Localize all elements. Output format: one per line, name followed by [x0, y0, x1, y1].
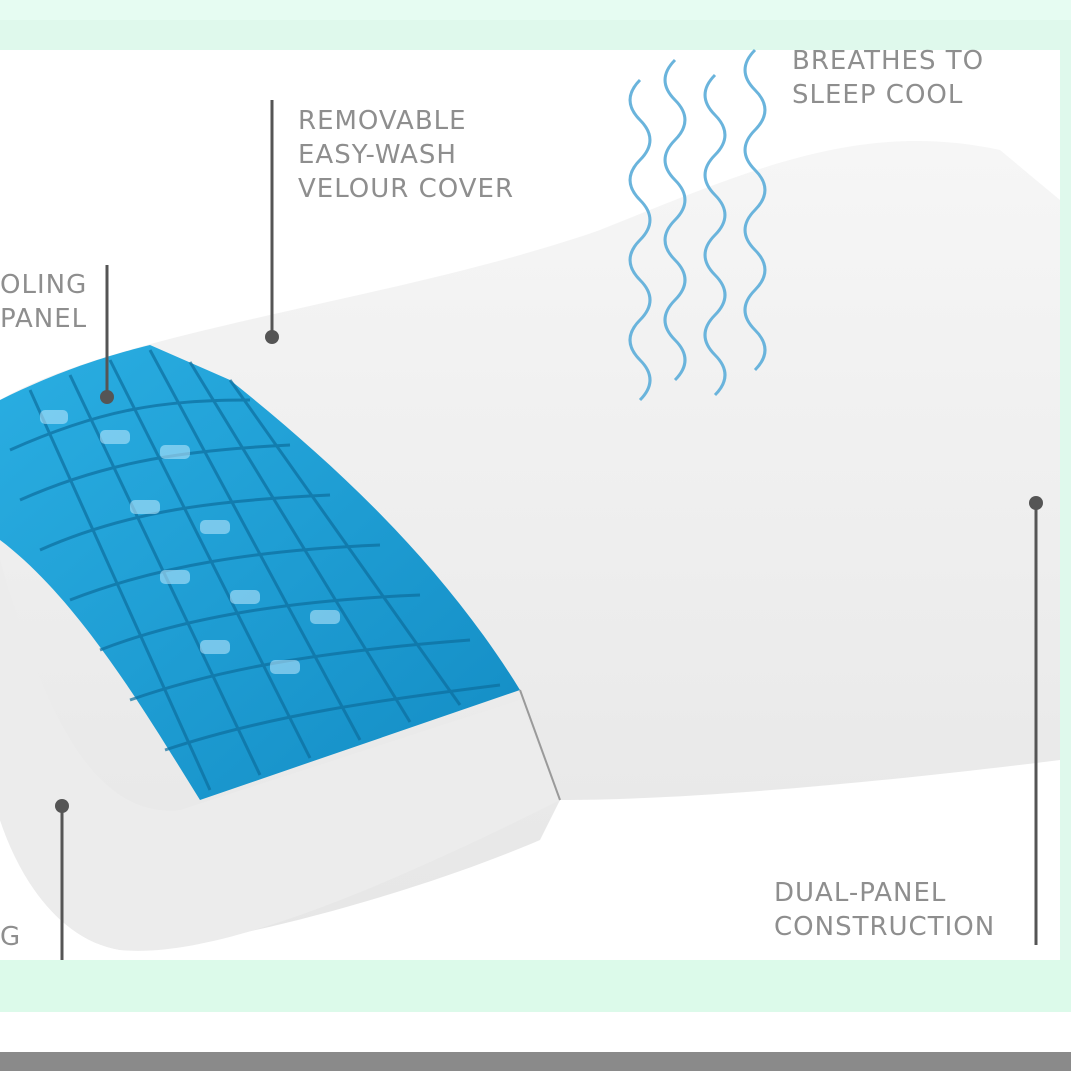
label-breathes-line2: SLEEP COOL — [792, 80, 964, 110]
label-cover-line3: VELOUR COVER — [298, 174, 515, 204]
leader-bottom-left — [55, 799, 69, 960]
leader-cover — [265, 100, 279, 344]
bottom-white-gap — [0, 1012, 1071, 1052]
leader-dual-panel — [1029, 496, 1043, 945]
label-cooling-line1: OLING — [0, 270, 88, 300]
label-dual-panel: DUAL-PANEL CONSTRUCTION — [774, 876, 995, 944]
gel-cooling-panel — [0, 345, 520, 800]
label-bottom-left: G — [0, 920, 21, 954]
label-cover: REMOVABLE EASY-WASH VELOUR COVER — [298, 104, 514, 206]
gel-highlights — [40, 410, 340, 674]
panel-seam — [519, 689, 561, 801]
label-dual-line2: CONSTRUCTION — [774, 912, 996, 942]
label-cooling-line2: PANEL — [0, 304, 88, 334]
bottom-gray-bar — [0, 1052, 1071, 1071]
top-stripe — [0, 0, 1071, 20]
wave-lines-icon — [628, 48, 767, 402]
right-mint-edge — [1060, 50, 1071, 960]
label-bottom-left-line1: G — [0, 922, 22, 952]
label-breathes: BREATHES TO SLEEP COOL — [792, 44, 984, 112]
label-dual-line1: DUAL-PANEL — [774, 878, 947, 908]
label-cover-line1: REMOVABLE — [298, 106, 467, 136]
top-mint-band — [0, 0, 1071, 50]
label-breathes-line1: BREATHES TO — [792, 46, 985, 76]
label-cover-line2: EASY-WASH — [298, 140, 457, 170]
label-cooling-panel: OLING PANEL — [0, 268, 87, 336]
pillow-foam-side — [0, 560, 560, 951]
bottom-mint-band — [0, 960, 1071, 1012]
leader-cooling-panel — [100, 265, 114, 404]
